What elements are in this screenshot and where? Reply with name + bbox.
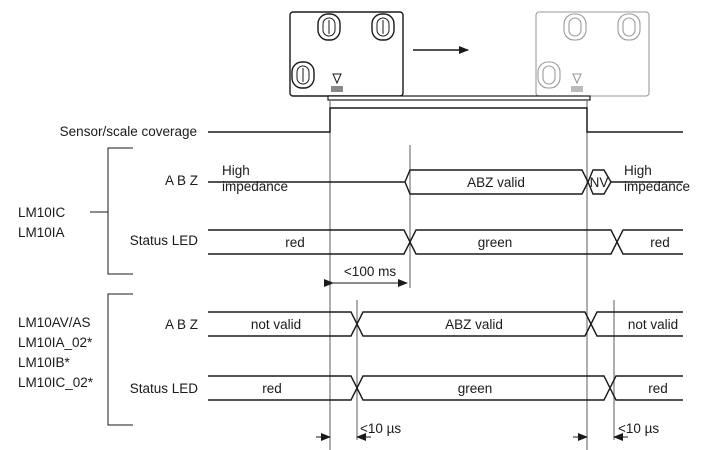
sensor-illustration [230,11,650,101]
led-red-left: red [285,235,305,250]
abz-not-valid-right: not valid [628,317,678,332]
group2-model: LM10IB* [18,355,71,370]
scale-bar [327,95,591,101]
sensor-ghost-icon [476,11,650,97]
group1-model: LM10IC [18,205,66,220]
timing-reference-lines [329,100,615,450]
abz-valid: ABZ valid [467,175,525,190]
high-impedance-right: High [624,163,652,178]
delay-10us-left-label: <10 µs [360,421,401,436]
delay-100ms-label: <100 ms [344,264,396,279]
status-led-waveform [208,375,683,401]
led-green: green [478,235,513,250]
high-impedance-right: impedance [624,179,690,194]
group1-model: LM10IA [18,225,65,240]
status-led-waveform [208,229,683,255]
delay-10us-right-label: <10 µs [618,421,659,436]
abz-valid: ABZ valid [445,317,503,332]
led-red-right: red [648,381,668,396]
led-green: green [458,381,493,396]
group2-bracket [107,293,133,426]
status-led-label: Status LED [130,381,199,396]
group2-model: LM10IA_02* [18,335,93,350]
status-led-label: Status LED [130,233,199,248]
sensor-icon [230,11,404,97]
high-impedance-left: impedance [222,179,288,194]
high-impedance-left: High [222,163,250,178]
abz-label: A B Z [165,317,198,332]
abz-nv: NV [590,175,609,190]
group2-model: LM10IC_02* [18,375,94,390]
abz-waveform [208,311,683,337]
group1-bracket [90,147,133,275]
abz-not-valid-left: not valid [251,317,301,332]
coverage-waveform [208,107,683,133]
led-red-left: red [262,381,282,396]
led-red-right: red [650,235,670,250]
abz-label: A B Z [165,173,198,188]
group2-model: LM10AV/AS [18,315,91,330]
abz-waveform [208,169,683,195]
coverage-label: Sensor/scale coverage [60,124,197,139]
